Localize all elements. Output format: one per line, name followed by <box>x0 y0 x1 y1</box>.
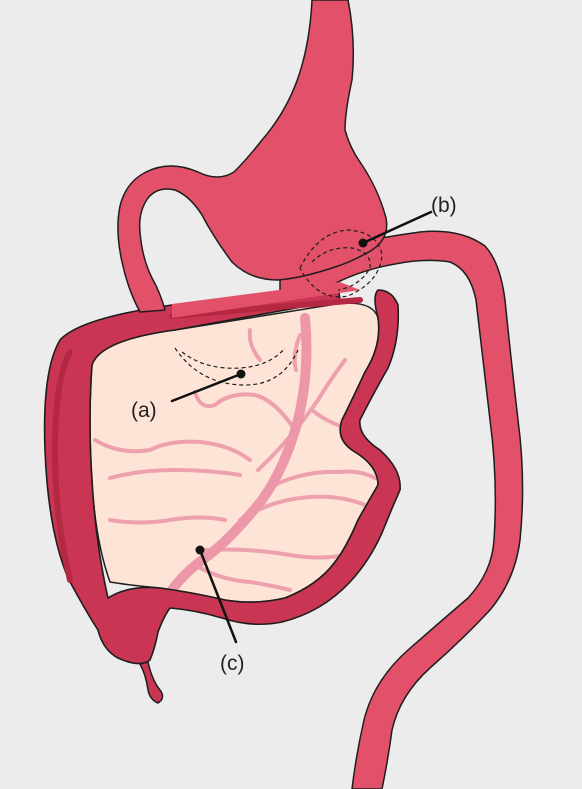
marker-dot-a <box>237 370 246 379</box>
marker-dot-b <box>359 239 368 248</box>
label-a: (a) <box>131 399 157 422</box>
marker-dot-c <box>196 546 205 555</box>
label-c: (c) <box>220 652 245 675</box>
label-b: (b) <box>431 194 457 217</box>
